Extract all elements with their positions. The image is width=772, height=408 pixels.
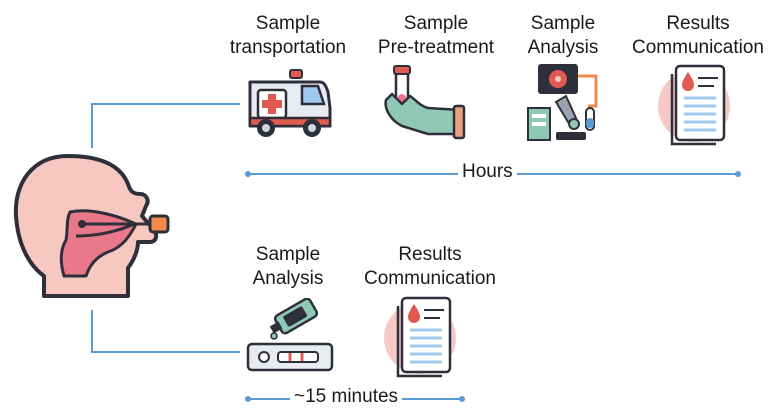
minutes-duration-label: ~15 minutes	[290, 386, 403, 408]
bottom-step-1-line1: Sample	[255, 244, 321, 265]
top-step-4-label: Results Communication	[628, 12, 768, 60]
hours-timeline-start	[245, 171, 251, 177]
minutes-timeline-start	[245, 396, 251, 402]
lab-analysis-microscope-icon	[526, 62, 608, 142]
bottom-step-2-label: Results Communication	[355, 243, 505, 291]
bottom-step-2-line2: Communication	[364, 268, 496, 289]
results-report-icon	[380, 294, 466, 380]
ambulance-icon	[246, 68, 332, 140]
top-step-4-line1: Results	[666, 13, 730, 34]
rapid-test-cassette-icon	[246, 298, 336, 376]
hours-duration-label: Hours	[458, 161, 517, 183]
gloved-hand-test-tube-icon	[380, 64, 466, 142]
minutes-timeline-end	[459, 396, 465, 402]
bottom-step-1-label: Sample Analysis	[228, 243, 348, 291]
top-step-1-label: Sample transportation	[218, 12, 358, 60]
bottom-branch-arrow	[91, 310, 240, 353]
top-step-2-label: Sample Pre-treatment	[366, 12, 506, 60]
top-step-2-line1: Sample	[403, 13, 469, 34]
top-step-3-line1: Sample	[530, 13, 596, 34]
top-step-2-line2: Pre-treatment	[377, 37, 495, 58]
top-step-1-line2: transportation	[229, 37, 347, 58]
top-step-3-label: Sample Analysis	[508, 12, 618, 60]
results-report-icon	[654, 62, 740, 148]
hours-timeline-end	[735, 171, 741, 177]
top-step-3-line2: Analysis	[527, 37, 599, 58]
top-step-4-line2: Communication	[632, 37, 764, 58]
bottom-step-2-line1: Results	[398, 244, 462, 265]
bottom-step-1-line2: Analysis	[252, 268, 324, 289]
top-step-1-line1: Sample	[255, 13, 321, 34]
nasal-swab-head-icon	[10, 150, 180, 300]
top-branch-arrow	[91, 103, 240, 148]
